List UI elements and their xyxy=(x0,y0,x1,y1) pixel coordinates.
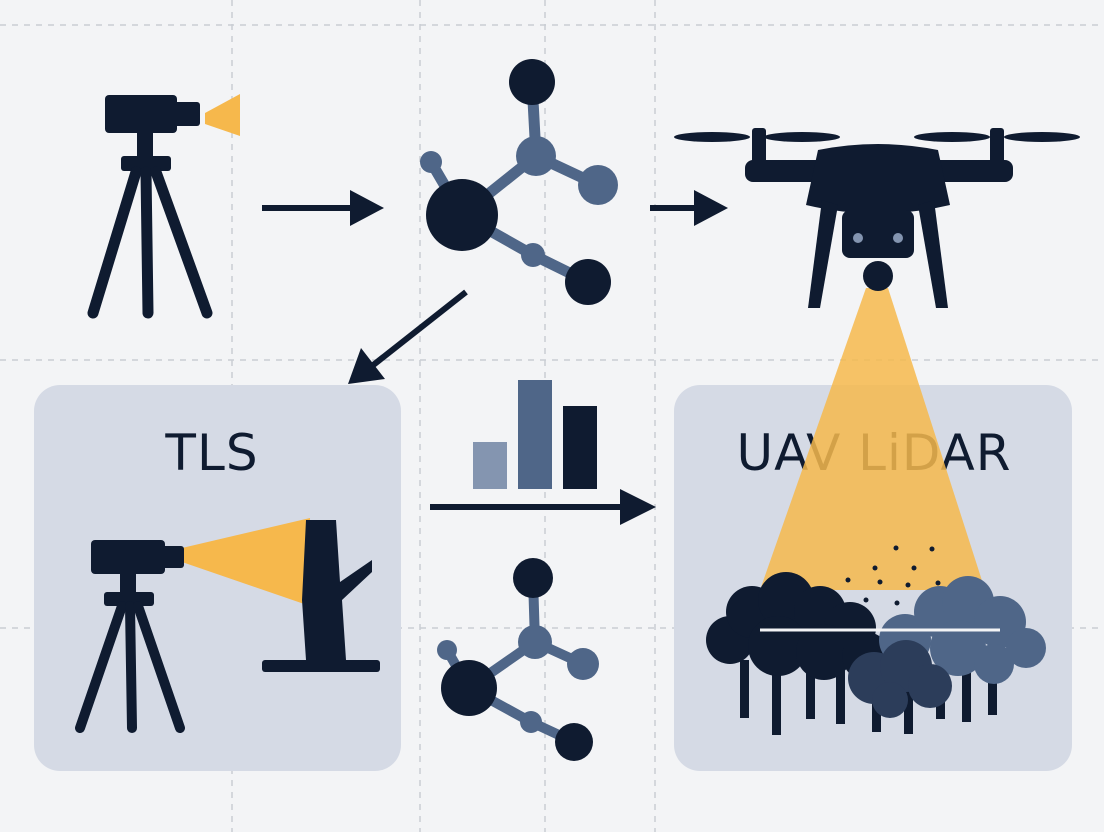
arrow-scanner-to-network xyxy=(262,190,384,226)
arrow-network-to-tls xyxy=(348,289,468,384)
bar-chart-icon xyxy=(473,380,597,489)
network-graph-icon xyxy=(420,59,618,305)
tree-trunk-icon xyxy=(262,520,380,672)
tls-panel-label: TLS xyxy=(164,424,258,482)
tls-panel xyxy=(34,385,401,771)
arrow-tls-to-uav xyxy=(430,489,656,525)
tls-scanner-icon xyxy=(75,518,310,733)
tripod-scanner-icon xyxy=(87,94,240,319)
forest-canopy-icon xyxy=(706,572,1046,735)
drone-icon xyxy=(674,128,1080,590)
arrow-network-to-drone xyxy=(650,190,728,226)
network-graph-icon-bottom xyxy=(437,558,599,761)
